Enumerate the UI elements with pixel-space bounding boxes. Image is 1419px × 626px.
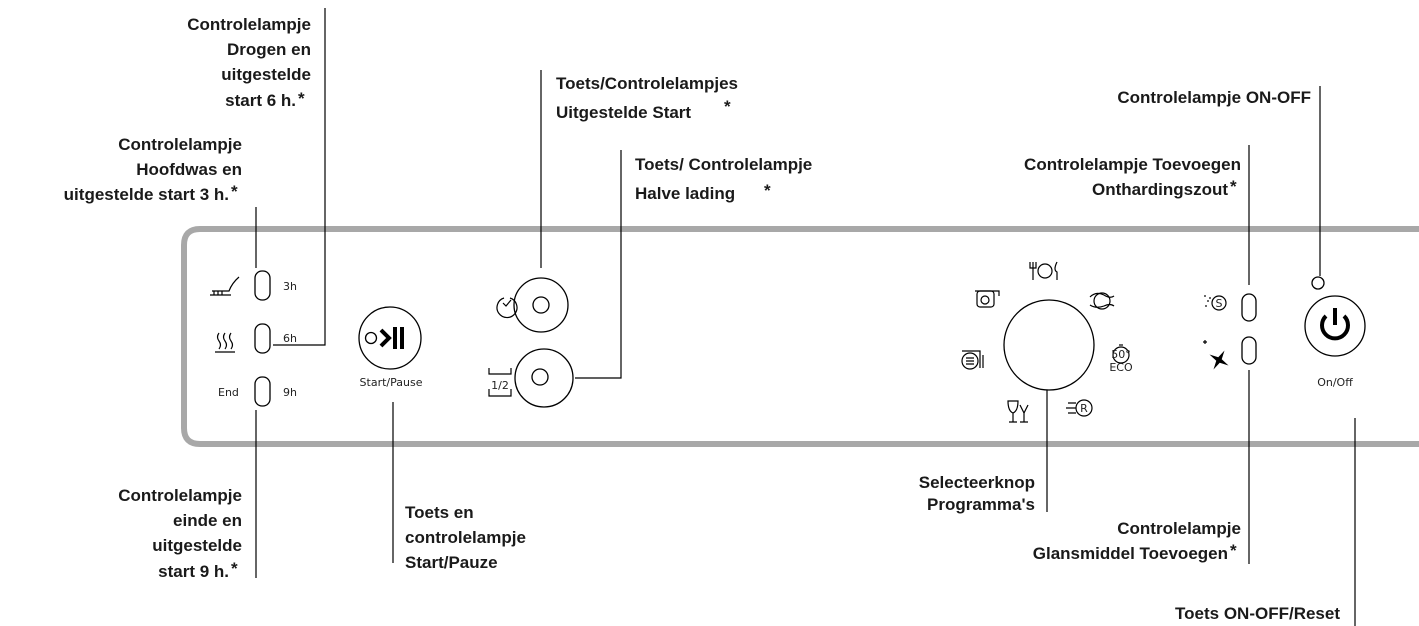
salt-icon-label: S xyxy=(1216,297,1223,310)
callout-einde-line2: einde en xyxy=(173,511,242,530)
rapid-label: R xyxy=(1080,402,1088,415)
half-load-icon: 1/2 xyxy=(488,368,512,397)
callout-drogen-line3: uitgestelde xyxy=(221,65,311,84)
program-icons: 50° ECO R xyxy=(961,261,1133,423)
callout-onoff-lamp: Controlelampje ON-OFF xyxy=(1117,88,1311,107)
callout-drogen-line2: Drogen en xyxy=(227,40,311,59)
callout-zout-asterisk: * xyxy=(1230,177,1237,196)
indicator-lamp-6h xyxy=(254,323,271,354)
callout-uitgestelde-asterisk: * xyxy=(724,97,731,116)
callout-uitgestelde-start: Toets/Controlelampjes Uitgestelde Start … xyxy=(556,74,738,122)
cutlery-plate-icon xyxy=(1029,261,1058,280)
callout-drogen-asterisk: * xyxy=(298,89,305,108)
program-selector-knob[interactable] xyxy=(1003,299,1095,391)
callout-drogen-line4: start 6 h. xyxy=(225,91,296,110)
steam-icon xyxy=(215,332,235,353)
callout-selecteer-line1: Selecteerknop xyxy=(919,473,1035,492)
callout-reset-line1: Toets ON-OFF/Reset xyxy=(1175,604,1340,623)
callout-glans-line1: Controlelampje xyxy=(1117,519,1241,538)
callout-selecteerknop: Selecteerknop Programma's xyxy=(919,473,1035,514)
delay-start-button[interactable] xyxy=(513,277,569,333)
eco-temp-label: 50° xyxy=(1111,348,1131,361)
callout-start-pauze-line1: Toets en xyxy=(405,503,474,522)
soak-icon xyxy=(961,350,984,370)
pause-icon-bar1 xyxy=(393,327,397,349)
intensive-icon xyxy=(1089,292,1115,310)
start-pause-button[interactable] xyxy=(358,306,422,370)
onoff-ring[interactable] xyxy=(1304,295,1366,357)
panel-frame xyxy=(181,226,1419,447)
indicator-6h-label: 6h xyxy=(283,332,297,345)
onoff-label: On/Off xyxy=(1317,376,1353,389)
onoff-button[interactable] xyxy=(1304,295,1366,357)
callout-halve-asterisk: * xyxy=(764,181,771,200)
callout-einde: Controlelampje einde en uitgestelde star… xyxy=(118,486,242,581)
play-icon xyxy=(379,328,392,348)
callout-start-pauze-line2: controlelampje xyxy=(405,528,526,547)
rinse-aid-lamp xyxy=(1241,336,1257,365)
brush-icon xyxy=(210,276,240,296)
callout-hoofdwas-line2: Hoofdwas en xyxy=(136,160,242,179)
indicator-lamp-3h xyxy=(254,270,271,301)
indicator-9h-label: 9h xyxy=(283,386,297,399)
start-pause-lamp xyxy=(364,331,378,345)
callout-einde-line4: start 9 h. xyxy=(158,562,229,581)
leader-halve xyxy=(575,150,622,379)
callout-uitgestelde-line2: Uitgestelde Start xyxy=(556,103,691,122)
callout-halve-line1: Toets/ Controlelampje xyxy=(635,155,812,174)
callout-start-pauze: Toets en controlelampje Start/Pauze xyxy=(405,503,526,572)
delay-start-lamp xyxy=(532,296,550,314)
rinse-aid-icon xyxy=(1203,340,1229,370)
callout-zout-line2: Onthardingszout xyxy=(1092,180,1228,199)
eco-icon: 50° ECO xyxy=(1109,344,1133,374)
half-load-button[interactable] xyxy=(514,348,574,408)
indicator-lamp-9h xyxy=(254,376,271,407)
pot-icon xyxy=(975,290,1000,308)
leader-lines xyxy=(255,8,1356,626)
onoff-lamp xyxy=(1311,276,1325,290)
callout-hoofdwas-asterisk: * xyxy=(231,182,238,201)
callout-glansmiddel: Controlelampje Glansmiddel Toevoegen * xyxy=(1033,519,1241,563)
callout-halve-lading: Toets/ Controlelampje Halve lading * xyxy=(635,155,812,203)
power-icon xyxy=(1320,314,1350,341)
half-load-lamp xyxy=(531,368,549,386)
callout-hoofdwas-line1: Controlelampje xyxy=(118,135,242,154)
callout-hoofdwas: Controlelampje Hoofdwas en uitgestelde s… xyxy=(64,135,242,204)
clock-icon xyxy=(496,297,518,319)
glasses-icon xyxy=(1007,400,1029,423)
half-load-text: 1/2 xyxy=(491,379,509,392)
indicator-end-label: End xyxy=(218,386,239,399)
indicator-3h-label: 3h xyxy=(283,280,297,293)
callout-drogen: Controlelampje Drogen en uitgestelde sta… xyxy=(187,15,311,110)
leader-drogen xyxy=(273,8,326,346)
callout-zout-line1: Controlelampje Toevoegen xyxy=(1024,155,1241,174)
indicator-column: 3h 6h End 9h xyxy=(210,270,297,407)
callout-drogen-line1: Controlelampje xyxy=(187,15,311,34)
callout-hoofdwas-line3: uitgestelde start 3 h. xyxy=(64,185,229,204)
callout-einde-asterisk: * xyxy=(231,559,238,578)
callout-glans-asterisk: * xyxy=(1230,541,1237,560)
callout-glans-line2: Glansmiddel Toevoegen xyxy=(1033,544,1228,563)
salt-icon: S xyxy=(1204,295,1227,311)
callout-zout: Controlelampje Toevoegen Onthardingszout… xyxy=(1024,155,1241,199)
callout-selecteer-line2: Programma's xyxy=(927,495,1035,514)
callout-reset: Toets ON-OFF/Reset xyxy=(1175,604,1340,623)
eco-sub-label: ECO xyxy=(1109,361,1133,374)
callout-einde-line1: Controlelampje xyxy=(118,486,242,505)
callout-einde-line3: uitgestelde xyxy=(152,536,242,555)
start-pause-label: Start/Pause xyxy=(360,376,423,389)
pause-icon-bar2 xyxy=(400,327,404,349)
callout-start-pauze-line3: Start/Pauze xyxy=(405,553,498,572)
callout-halve-line2: Halve lading xyxy=(635,184,735,203)
callout-uitgestelde-line1: Toets/Controlelampjes xyxy=(556,74,738,93)
callout-onoff-lamp-line1: Controlelampje ON-OFF xyxy=(1117,88,1311,107)
salt-lamp xyxy=(1241,293,1257,322)
rapid-icon: R xyxy=(1066,399,1093,417)
